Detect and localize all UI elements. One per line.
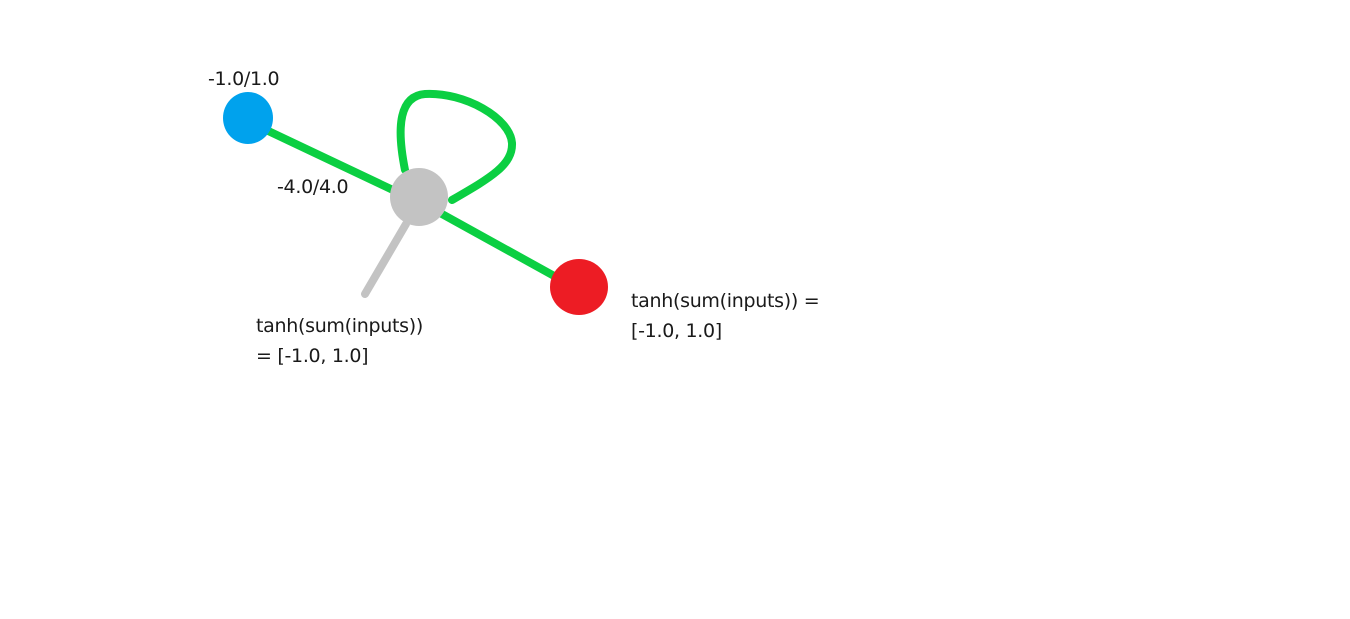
input-node-range-label: -1.0/1.0 <box>208 68 280 90</box>
output-node-activation-label: tanh(sum(inputs)) = [-1.0, 1.0] <box>631 286 820 346</box>
hidden-activation-line-2: = [-1.0, 1.0] <box>256 345 369 367</box>
hidden-activation-line-1: tanh(sum(inputs)) <box>256 315 423 337</box>
hidden-node <box>390 168 448 226</box>
output-activation-line-2: [-1.0, 1.0] <box>631 320 722 342</box>
edge-input-to-hidden <box>258 124 399 195</box>
output-activation-line-1: tanh(sum(inputs)) = <box>631 290 820 312</box>
edge-hidden-to-output <box>438 210 560 281</box>
edge-hidden-bias-stub <box>361 220 410 298</box>
edge-hidden-recurrent-loop <box>396 89 516 204</box>
input-node <box>223 92 273 144</box>
connection-weight-range-label: -4.0/4.0 <box>277 176 349 198</box>
hidden-node-activation-label: tanh(sum(inputs)) = [-1.0, 1.0] <box>256 311 423 371</box>
output-node <box>550 259 608 315</box>
